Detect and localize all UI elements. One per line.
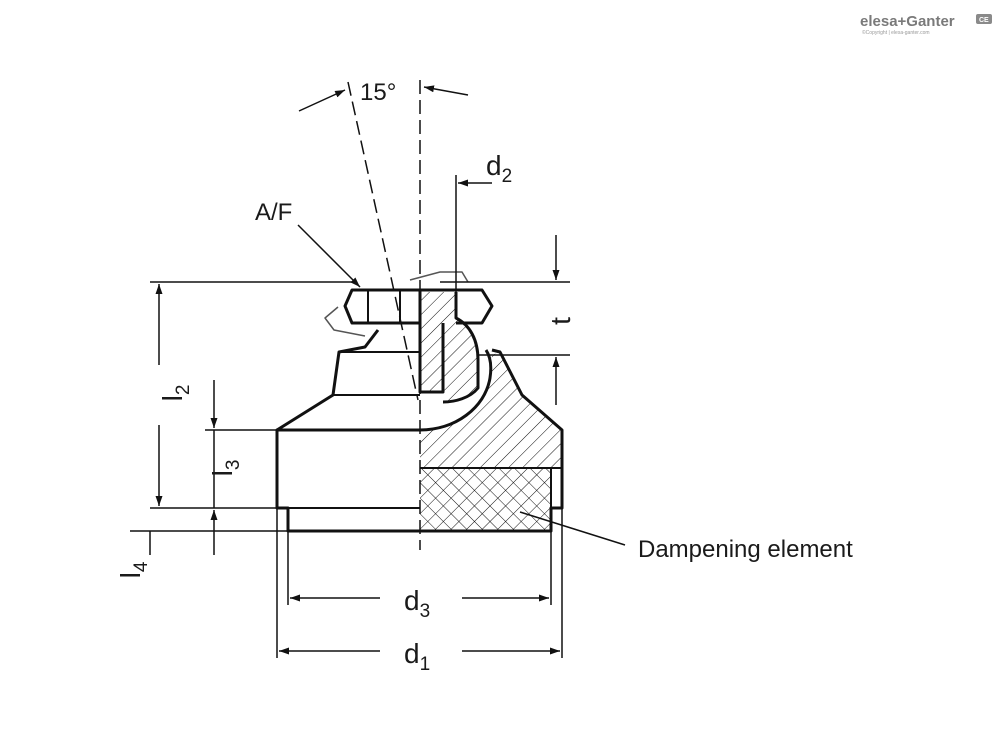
d2-label: d2 [486, 150, 512, 187]
d1-label: d1 [404, 638, 430, 675]
af-leader [297, 224, 361, 288]
af-label: A/F [255, 199, 292, 226]
tilted-head-ghost [324, 306, 366, 337]
inclined-axis [347, 81, 419, 401]
hex-head-right [420, 288, 494, 325]
dampening-label: Dampening element [638, 536, 853, 563]
l2-label: l2 [157, 385, 194, 402]
l3-label: l3 [207, 460, 244, 477]
dampening-leader [519, 511, 626, 546]
center-lines [347, 80, 421, 550]
l4-label: l4 [115, 561, 152, 578]
stem-right [442, 292, 480, 404]
dampening-element-section [420, 468, 551, 531]
angle-dim-right [423, 85, 469, 96]
angle-dim-left [298, 89, 346, 112]
tilted-head-ghost-top [409, 271, 469, 283]
brand-logo: elesa+Ganter ©Copyright | elesa-ganter.c… [860, 13, 992, 36]
metal-body-section [420, 352, 562, 468]
dimensions [130, 85, 626, 658]
d3-label: d3 [404, 585, 430, 622]
stem-section [420, 292, 478, 402]
part-outline [275, 271, 564, 533]
stem-outline [418, 323, 445, 394]
brand-name: elesa+Ganter [860, 13, 955, 30]
labels: 15° A/F d2 t l2 l3 l4 d3 d1 Dampening el… [115, 79, 853, 675]
cone-outline [276, 329, 380, 432]
t-label: t [545, 317, 576, 325]
brand-copyright: ©Copyright | elesa-ganter.com [862, 29, 930, 36]
ce-badge [976, 14, 992, 24]
angle-label: 15° [360, 79, 396, 106]
seat-curve [419, 349, 493, 432]
hex-head [343, 288, 422, 325]
section-hatching [420, 292, 562, 531]
ce-mark: CE [979, 17, 989, 24]
